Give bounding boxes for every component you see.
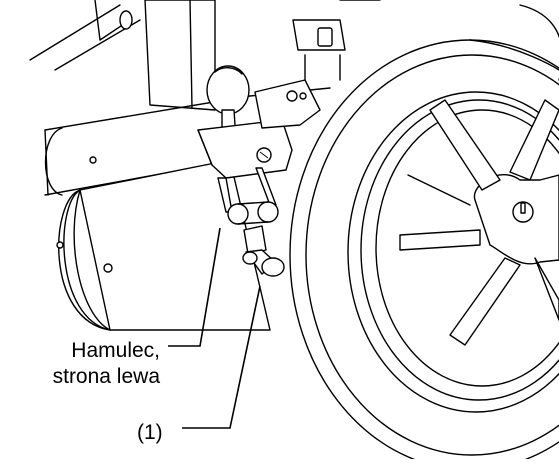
brake-callout-label: Hamulec, strona lewa bbox=[8, 338, 160, 390]
crank-lever bbox=[242, 225, 285, 277]
wheelchair-frame bbox=[29, 0, 381, 111]
brake-callout-line1: Hamulec, bbox=[71, 339, 160, 362]
wheel bbox=[289, 4, 559, 464]
brake-mechanism bbox=[197, 79, 321, 225]
item1-leader-line bbox=[182, 285, 261, 429]
leader-lines bbox=[168, 227, 261, 429]
brake-callout-line2: strona lewa bbox=[52, 365, 160, 388]
wheel-hub bbox=[399, 99, 559, 346]
brake-leader-line bbox=[168, 227, 221, 347]
battery-cylinder bbox=[56, 159, 271, 331]
item1-callout-label: (1) bbox=[137, 421, 163, 444]
